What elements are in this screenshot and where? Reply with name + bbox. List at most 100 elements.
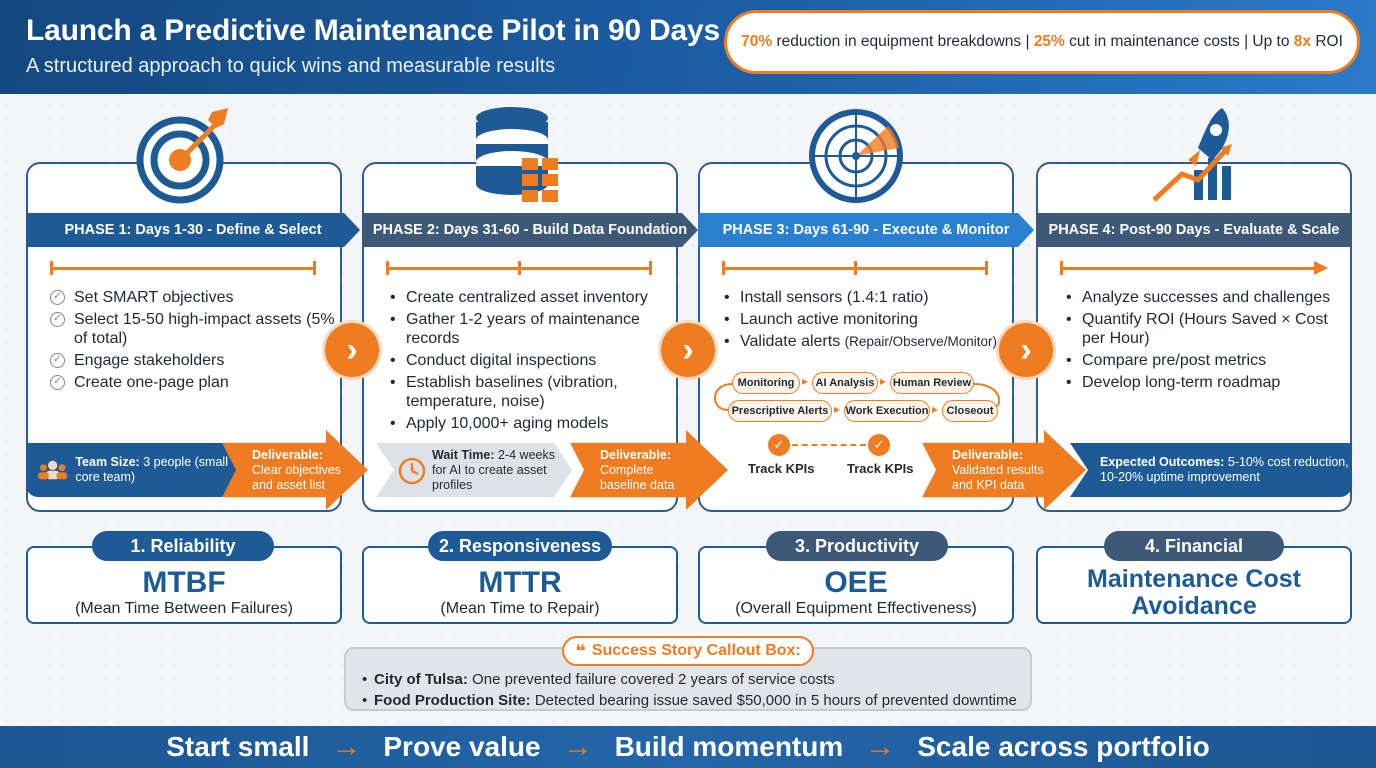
- check-icon: ✓: [50, 290, 65, 305]
- flow-arrow-icon: ▸: [880, 374, 887, 388]
- list-item: Quantify ROI (Hours Saved × Cost per Hou…: [1064, 310, 1346, 348]
- list-item: Install sensors (1.4:1 ratio): [722, 288, 1022, 307]
- page-subtitle: A structured approach to quick wins and …: [26, 55, 556, 77]
- phase-3-timeline: [722, 261, 988, 275]
- footer-step: Start small: [166, 731, 310, 762]
- chevron-right-icon: ›: [325, 323, 379, 377]
- success-story-title: ❝ Success Story Callout Box:: [562, 636, 814, 666]
- flow-arrow-icon: ▸: [932, 402, 939, 416]
- wait-time-text: Wait Time: 2-4 weeks for AI to create as…: [432, 448, 555, 492]
- metric-description: (Mean Time to Repair): [440, 600, 600, 617]
- kpi-check-icon: ✓: [768, 434, 790, 456]
- arrow-right-icon: →: [331, 730, 362, 763]
- kpi-label-1: Track KPIs: [748, 461, 815, 476]
- stat-breakdowns-value: 70%: [741, 33, 773, 50]
- radar-icon: [809, 109, 903, 203]
- flow-arrow-icon: ▸: [802, 374, 809, 388]
- team-icon: [38, 460, 68, 480]
- list-item: Validate alerts (Repair/Observe/Monitor): [722, 332, 1022, 351]
- phase-2-timeline: [386, 261, 652, 275]
- stat-separator: |: [1244, 33, 1249, 50]
- story-item: Food Production Site: Detected bearing i…: [362, 690, 1017, 711]
- metric-acronym: MTBF: [142, 566, 226, 599]
- wait-time-block: Wait Time: 2-4 weeks for AI to create as…: [376, 443, 572, 497]
- kpi-label-2: Track KPIs: [847, 461, 914, 476]
- list-item: Develop long-term roadmap: [1064, 373, 1346, 392]
- team-size-block: Team Size: 3 people (small core team): [26, 443, 242, 497]
- list-item: Establish baselines (vibration, temperat…: [388, 373, 678, 411]
- stat-roi-value: 8x: [1293, 33, 1312, 50]
- target-icon: [136, 108, 228, 204]
- expected-outcomes-block: Expected Outcomes: 5-10% cost reduction,…: [1070, 443, 1352, 497]
- list-item: Compare pre/post metrics: [1064, 351, 1346, 370]
- check-icon: ✓: [50, 353, 65, 368]
- metric-tag-productivity: 3. Productivity: [766, 531, 948, 561]
- flow-human-review: Human Review: [890, 372, 974, 394]
- stat-separator: |: [1025, 33, 1030, 50]
- phase-1-timeline: [50, 261, 316, 275]
- phase-2-title: PHASE 2: Days 31-60 - Build Data Foundat…: [362, 213, 698, 247]
- stat-breakdowns-text: reduction in equipment breakdowns: [776, 33, 1022, 50]
- check-icon: ✓: [50, 375, 65, 390]
- metric-acronym: OEE: [824, 566, 888, 599]
- database-icon: [476, 107, 558, 202]
- page-title: Launch a Predictive Maintenance Pilot in…: [26, 14, 720, 47]
- kpi-check-icon: ✓: [868, 434, 890, 456]
- list-item: Create centralized asset inventory: [388, 288, 678, 307]
- phase-3-title: PHASE 3: Days 61-90 - Execute & Monitor: [698, 213, 1034, 247]
- list-item: Gather 1-2 years of maintenance records: [388, 310, 678, 348]
- list-item: Apply 10,000+ aging models: [388, 414, 678, 433]
- footer-banner: Start small → Prove value → Build moment…: [0, 726, 1376, 768]
- phase-3-list: Install sensors (1.4:1 ratio) Launch act…: [722, 288, 1022, 354]
- arrow-right-icon: →: [562, 730, 593, 763]
- metric-tag-financial: 4. Financial: [1104, 531, 1284, 561]
- metric-reliability: MTBF (Mean Time Between Failures): [26, 546, 342, 624]
- flow-closeout: Closeout: [942, 400, 998, 422]
- flow-monitoring: Monitoring: [732, 372, 800, 394]
- phase-4-timeline: [1060, 261, 1328, 275]
- phase-2-list: Create centralized asset inventory Gathe…: [388, 288, 678, 436]
- phase-4-title: PHASE 4: Post-90 Days - Evaluate & Scale: [1036, 213, 1352, 247]
- chevron-right-icon: ›: [661, 323, 715, 377]
- stat-costs-text: cut in maintenance costs: [1069, 33, 1240, 50]
- story-item: City of Tulsa: One prevented failure cov…: [362, 669, 1017, 690]
- phase-1-list: ✓Set SMART objectives ✓Select 15-50 high…: [50, 288, 340, 395]
- list-item: Analyze successes and challenges: [1064, 288, 1346, 307]
- flow-arrow-icon: ▸: [834, 402, 841, 416]
- metric-acronym: Maintenance Cost Avoidance: [1087, 565, 1301, 620]
- phase-1-title: PHASE 1: Days 1-30 - Define & Select: [26, 213, 360, 247]
- alerts-note: (Repair/Observe/Monitor): [844, 334, 997, 349]
- expected-outcomes-text: Expected Outcomes: 5-10% cost reduction,…: [1100, 455, 1349, 484]
- list-item: Conduct digital inspections: [388, 351, 678, 370]
- flow-work-execution: Work Execution: [844, 400, 930, 422]
- list-item: ✓Create one-page plan: [50, 373, 340, 392]
- footer-step: Prove value: [383, 731, 541, 762]
- stat-roi-text: ROI: [1315, 33, 1343, 50]
- rocket-icon: [1152, 108, 1232, 202]
- check-icon: ✓: [50, 312, 65, 327]
- metric-description: (Overall Equipment Effectiveness): [735, 600, 977, 617]
- stat-roi-prefix: Up to: [1252, 33, 1290, 50]
- stat-costs-value: 25%: [1033, 33, 1065, 50]
- list-item: ✓Engage stakeholders: [50, 351, 340, 370]
- metric-description: (Mean Time Between Failures): [75, 600, 293, 617]
- list-item: ✓Set SMART objectives: [50, 288, 340, 307]
- kpi-connector: [792, 444, 866, 446]
- team-size-text: Team Size: 3 people (small core team): [75, 455, 228, 484]
- stats-pill: 70% reduction in equipment breakdowns | …: [724, 10, 1360, 74]
- phase-4-list: Analyze successes and challenges Quantif…: [1064, 288, 1346, 395]
- metric-tag-reliability: 1. Reliability: [92, 531, 274, 561]
- footer-step: Scale across portfolio: [917, 731, 1210, 762]
- clock-icon: [398, 457, 426, 485]
- flow-loop-connector: [714, 383, 1001, 411]
- flow-ai-analysis: AI Analysis: [812, 372, 878, 394]
- list-item: ✓Select 15-50 high-impact assets (5% of …: [50, 310, 340, 348]
- flow-prescriptive-alerts: Prescriptive Alerts: [728, 400, 832, 422]
- chevron-right-icon: ›: [999, 323, 1053, 377]
- quote-icon: ❝: [575, 640, 586, 661]
- arrow-right-icon: →: [865, 730, 896, 763]
- metric-acronym: MTTR: [478, 566, 562, 599]
- footer-step: Build momentum: [614, 731, 844, 762]
- list-item: Launch active monitoring: [722, 310, 1022, 329]
- metric-tag-responsiveness: 2. Responsiveness: [428, 531, 612, 561]
